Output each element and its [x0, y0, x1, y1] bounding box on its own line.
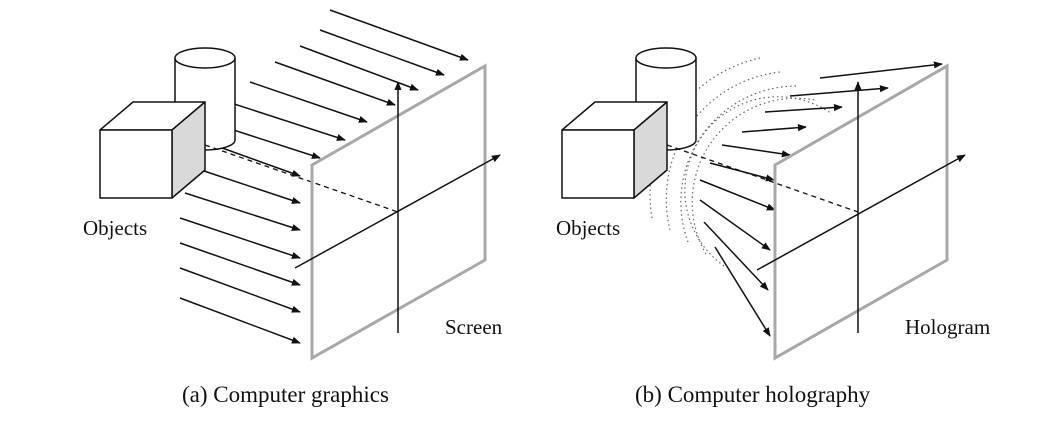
hologram-frame: [773, 63, 949, 361]
panel-computer-graphics: Objects Screen (a) Computer graphics: [83, 9, 503, 407]
ray-arrow: [819, 61, 943, 79]
panel-computer-holography: Objects Hologram (b) Computer holography: [556, 47, 990, 407]
diverging-rays: [699, 61, 943, 337]
screen-label: Screen: [445, 315, 503, 339]
ray-arrow: [194, 167, 301, 204]
axis-horizontal: [756, 154, 966, 271]
ray-arrow: [319, 29, 445, 76]
axis-horizontal: [294, 154, 501, 269]
ray-arrow: [179, 297, 301, 344]
caption-computer-holography: (b) Computer holography: [635, 382, 871, 407]
ray-arrow: [329, 9, 469, 61]
ray-arrow: [764, 103, 843, 113]
ray-arrow: [179, 242, 301, 286]
objects-label: Objects: [556, 216, 620, 240]
ray-arrow: [741, 124, 807, 133]
wavefront-arc: [691, 97, 816, 255]
ray-arrow: [179, 217, 301, 259]
parallel-rays: [179, 9, 469, 344]
cube-shape: [561, 101, 668, 199]
ray-arrow: [721, 144, 791, 158]
ray-arrow: [699, 199, 771, 251]
ray-arrow: [179, 267, 301, 313]
ray-arrow: [184, 192, 301, 231]
ray-arrow: [224, 100, 346, 141]
objects-label: Objects: [83, 216, 147, 240]
ray-arrow: [274, 61, 396, 106]
screen-frame: [310, 63, 487, 361]
ray-arrow: [714, 246, 771, 337]
wavefront-arc: [680, 85, 799, 243]
ray-arrow: [703, 221, 769, 291]
ray-arrow: [249, 81, 368, 123]
caption-computer-graphics: (a) Computer graphics: [182, 382, 389, 407]
hologram-label: Hologram: [905, 315, 990, 339]
ray-arrow: [789, 85, 889, 97]
ray-arrow: [709, 162, 775, 182]
cube-shape: [99, 101, 206, 199]
wavefront-arc: [684, 96, 833, 267]
optical-axis-dashed: [666, 144, 859, 213]
ray-arrow: [299, 45, 419, 91]
optical-axis-dashed: [204, 144, 399, 213]
ray-arrow: [699, 179, 776, 211]
